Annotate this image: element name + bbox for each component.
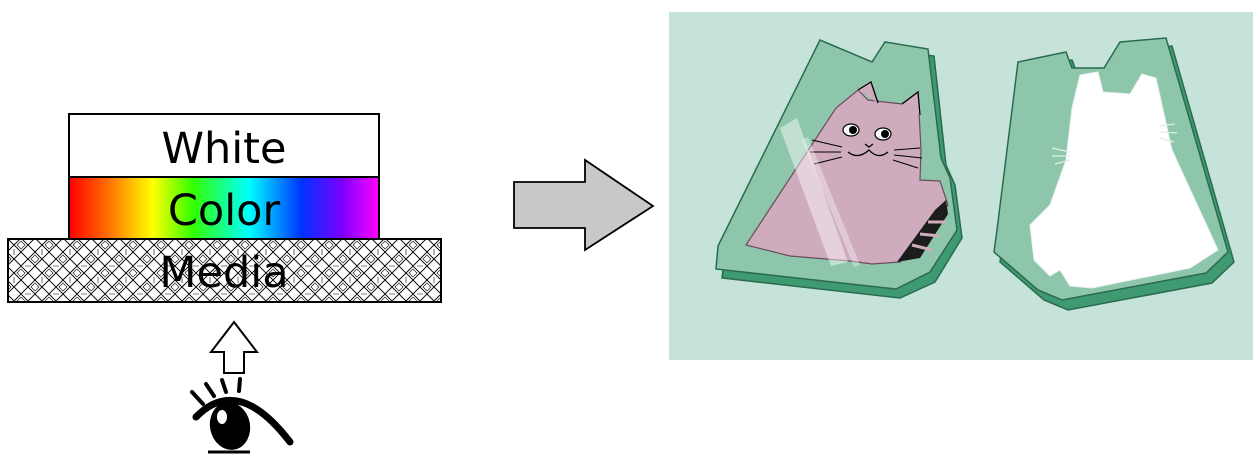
eye-icon (192, 379, 290, 454)
white-layer-label: White (161, 124, 286, 174)
white-layer: White (69, 114, 379, 177)
layer-stack: White Color Media (8, 114, 441, 302)
color-layer-label: Color (168, 186, 281, 236)
right-arrow-icon (514, 160, 653, 250)
media-layer-label: Media (159, 248, 288, 298)
media-layer: Media (8, 239, 441, 302)
result-panel (669, 12, 1253, 360)
up-arrow-icon (211, 322, 257, 373)
color-layer: Color (69, 177, 379, 239)
